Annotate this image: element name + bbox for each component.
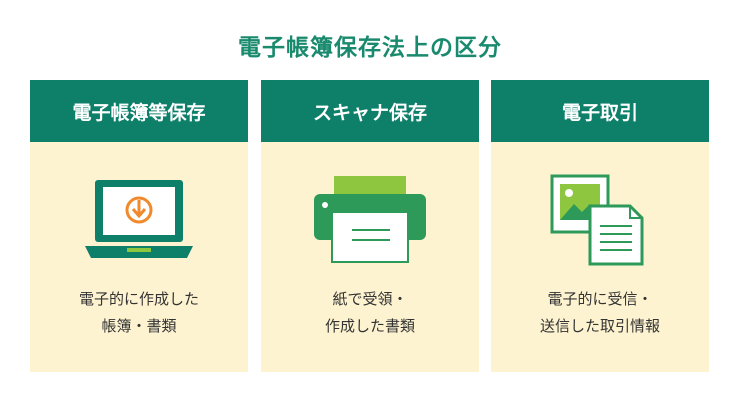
documents-icon xyxy=(491,170,709,270)
card-description: 電子的に作成した 帳簿・書類 xyxy=(78,290,199,335)
card-description: 紙で受領・ 作成した書類 xyxy=(324,290,415,335)
printer-icon xyxy=(261,170,479,270)
card-scanner-storage: スキャナ保存 紙で受領・ 作成した書類 xyxy=(261,80,479,372)
card-electronic-books: 電子帳簿等保存 電子的に作成した 帳簿・書類 xyxy=(30,80,248,372)
card-description: 電子的に受信・ 送信した取引情報 xyxy=(539,290,660,335)
laptop-download-icon xyxy=(30,170,248,270)
card-header: 電子取引 xyxy=(491,80,709,142)
card-header: 電子帳簿等保存 xyxy=(30,80,248,142)
card-electronic-transactions: 電子取引 電子的に受信・ 送信した取引情報 xyxy=(491,80,709,372)
page-title: 電子帳簿保存法上の区分 xyxy=(238,35,502,61)
card-header: スキャナ保存 xyxy=(261,80,479,142)
